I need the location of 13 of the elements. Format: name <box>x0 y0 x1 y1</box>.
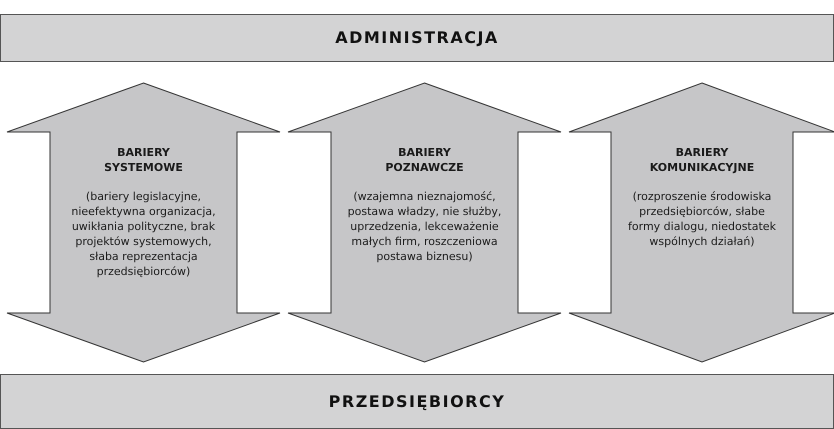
band-title: ADMINISTRACJA <box>335 27 499 49</box>
band-box <box>0 374 834 429</box>
double-arrow <box>6 82 280 363</box>
double-arrow <box>288 82 562 363</box>
barrier-description: (wzajemna nieznajomość, postawa władzy, nie służby, uprzedzenia, lekceważenie małych firm, roszczeniowa postawa biznesu) <box>346 189 502 264</box>
band-box <box>0 14 834 62</box>
barrier-heading: BARIERY POZNAWCZE <box>384 145 465 175</box>
barrier-description: (rozproszenie środowiska przedsiębiorców, słabe formy dialogu, niedostatek wspólnych działań) <box>627 189 777 249</box>
barrier-heading: BARIERY KOMUNIKACYJNE <box>648 145 756 175</box>
barrier-description: (bariery legislacyjne, nieefektywna organizacja, uwikłania polityczne, brak projektów systemowych, słaba reprezentacja przedsiębiorców) <box>70 189 217 279</box>
band-title: PRZEDSIĘBIORCY <box>328 390 506 412</box>
double-arrow <box>568 82 834 363</box>
barrier-heading: BARIERY SYSTEMOWE <box>103 145 184 175</box>
